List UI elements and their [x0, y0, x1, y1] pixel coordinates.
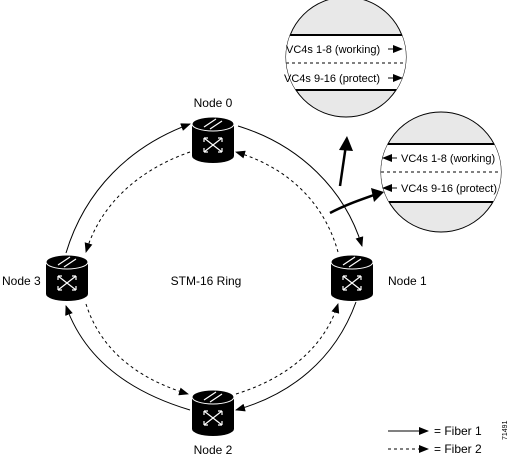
node-0-label: Node 0 — [194, 96, 233, 110]
router-icon — [191, 389, 235, 436]
node-3 — [45, 254, 89, 301]
callout-top: VC4s 1-8 (working) VC4s 9-16 (protect) — [284, 0, 407, 118]
node-1 — [330, 254, 374, 301]
node-3-label: Node 3 — [2, 274, 41, 288]
router-icon — [45, 254, 89, 301]
node-2 — [191, 389, 235, 436]
node-2-label: Node 2 — [194, 443, 233, 457]
router-icon — [330, 254, 374, 301]
node-1-label: Node 1 — [388, 274, 427, 288]
callout-top-working: VC4s 1-8 (working) — [286, 44, 380, 56]
callout-right-working: VC4s 1-8 (working) — [401, 153, 495, 165]
fiber1-arc-n2-n3 — [65, 305, 191, 411]
fiber2-arc-n1-n0 — [235, 150, 339, 253]
callout-top-protect: VC4s 9-16 (protect) — [284, 73, 380, 85]
callout-pointer-top-head — [339, 136, 353, 151]
fiber1-arc-n0-n1 — [237, 125, 364, 247]
fiber2-ring — [84, 150, 340, 396]
ring-label: STM-16 Ring — [171, 274, 242, 288]
fiber2-arc-n0-n3 — [84, 151, 191, 253]
fiber1-arc-n3-n0 — [65, 123, 191, 254]
callout-right-protect: VC4s 9-16 (protect) — [401, 183, 497, 195]
fiber1-arc-n1-n2 — [235, 301, 357, 412]
callout-pointer-right — [329, 193, 375, 215]
node-0 — [191, 116, 235, 163]
callout-pointer-top — [338, 144, 348, 187]
fiber2-arc-n2-n1 — [235, 303, 340, 395]
router-icon — [191, 116, 235, 163]
figure-id: 71491 — [502, 420, 509, 440]
legend: = Fiber 1 = Fiber 2 — [388, 424, 482, 456]
legend-fiber2: = Fiber 2 — [434, 442, 482, 456]
fiber1-ring — [65, 123, 364, 412]
callout-pointer-right-head — [371, 188, 384, 202]
callout-right: VC4s 1-8 (working) VC4s 9-16 (protect) — [380, 111, 502, 233]
legend-fiber1: = Fiber 1 — [434, 424, 482, 438]
fiber2-arc-n3-n2 — [85, 303, 189, 396]
